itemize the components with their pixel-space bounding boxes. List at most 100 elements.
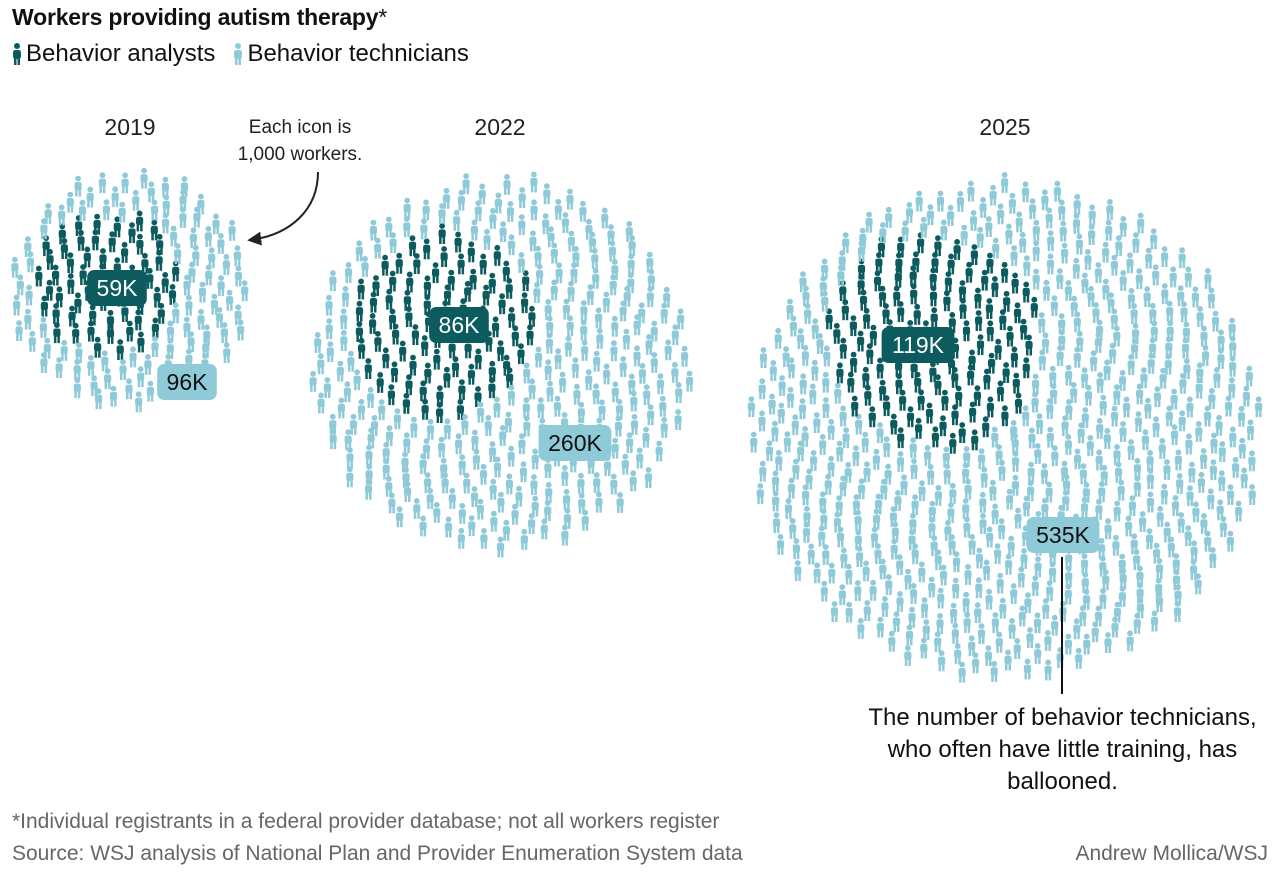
technician-icon	[1207, 287, 1215, 309]
technician-icon	[442, 187, 451, 209]
technician-icon	[479, 463, 488, 485]
technician-icon	[1026, 627, 1034, 648]
technician-icon	[995, 631, 1003, 653]
technician-icon	[947, 204, 955, 226]
technician-icon	[1207, 488, 1215, 510]
technician-icon	[1099, 588, 1107, 609]
technician-icon	[197, 308, 205, 330]
technician-icon	[347, 350, 355, 372]
technician-icon	[1014, 507, 1022, 529]
analyst-icon	[1013, 302, 1022, 324]
technician-icon	[809, 383, 817, 405]
technician-icon	[325, 318, 333, 340]
technician-icon	[1200, 513, 1208, 534]
analyst-icon	[522, 270, 530, 292]
technician-icon	[650, 352, 658, 373]
technician-icon	[671, 361, 679, 383]
technician-icon	[1020, 548, 1028, 569]
technician-icon	[367, 387, 375, 408]
legend-item-technicians: Behavior technicians	[233, 40, 469, 68]
technician-icon	[1186, 396, 1194, 418]
technician-icon	[799, 373, 807, 395]
technician-icon	[476, 498, 484, 520]
technician-icon	[928, 517, 936, 538]
technician-icon	[876, 422, 884, 443]
technician-icon	[1238, 437, 1246, 459]
technician-icon	[357, 398, 365, 420]
technician-icon	[892, 611, 901, 633]
technician-icon	[537, 397, 545, 419]
technician-icon	[664, 339, 672, 361]
technician-icon	[783, 431, 791, 453]
technician-icon	[518, 214, 526, 236]
technician-icon	[838, 584, 846, 606]
technician-icon	[533, 282, 541, 303]
technician-icon	[927, 464, 935, 485]
technician-icon	[611, 437, 619, 459]
technician-icon	[137, 366, 145, 388]
technician-icon	[1031, 391, 1039, 413]
analyst-icon	[930, 307, 938, 329]
analyst-icon	[136, 210, 144, 232]
technician-icon	[1075, 233, 1083, 255]
technician-icon	[813, 412, 821, 433]
analyst-icon	[469, 268, 477, 290]
technician-icon	[1255, 396, 1263, 418]
analyst-icon	[913, 303, 921, 325]
analyst-icon	[128, 222, 136, 244]
technician-icon	[1119, 270, 1127, 291]
technician-icon	[909, 437, 917, 459]
technicians-value-label: 260K	[548, 430, 602, 456]
technician-icon	[1191, 286, 1199, 308]
technician-icon	[1104, 518, 1112, 540]
technician-icon	[1081, 272, 1089, 294]
technician-icon	[237, 319, 245, 341]
technician-icon	[842, 427, 850, 449]
technician-icon	[813, 562, 821, 584]
analyst-icon	[390, 361, 399, 383]
technician-icon	[523, 415, 531, 437]
analyst-icon	[985, 298, 993, 319]
technician-icon	[1079, 463, 1087, 485]
technician-icon	[24, 308, 32, 330]
analyst-icon	[364, 358, 372, 379]
technician-icon	[15, 320, 23, 341]
analyst-icon	[1012, 372, 1020, 394]
technician-icon	[910, 583, 918, 604]
year-label: 2019	[104, 114, 155, 140]
technician-icon	[1040, 463, 1048, 484]
analyst-icon	[897, 427, 905, 449]
analyst-icon	[423, 238, 431, 260]
technician-icon	[1134, 411, 1142, 433]
credit: Andrew Mollica/WSJ	[1075, 842, 1268, 865]
ballooned-annotation: The number of behavior technicians, who …	[868, 704, 1257, 795]
technician-icon	[1229, 355, 1237, 377]
technician-icon	[1119, 369, 1127, 391]
technician-icon	[1038, 312, 1046, 334]
analyst-icon	[134, 309, 142, 331]
technician-icon	[1208, 388, 1216, 409]
technician-icon	[998, 459, 1006, 481]
technician-icon	[1011, 474, 1019, 496]
technician-icon	[768, 393, 776, 415]
technician-icon	[1173, 601, 1182, 622]
technician-icon	[777, 402, 785, 424]
analyst-icon	[74, 292, 82, 314]
analyst-icon	[850, 351, 858, 373]
analyst-icon	[150, 219, 158, 241]
technician-icon	[627, 253, 635, 275]
technician-icon	[234, 265, 242, 287]
technician-icon	[1237, 405, 1246, 427]
year-label: 2025	[979, 114, 1030, 140]
legend: Behavior analysts Behavior technicians	[12, 40, 469, 68]
technician-icon	[385, 216, 393, 238]
technician-icon	[1218, 441, 1226, 462]
technician-icon	[926, 204, 934, 226]
analyst-icon	[381, 254, 389, 276]
technician-icon	[999, 597, 1007, 619]
analyst-icon	[868, 406, 876, 428]
analyst-icon	[385, 288, 393, 310]
technician-icon	[438, 436, 446, 458]
technician-icon	[659, 395, 667, 417]
technician-icon	[655, 440, 663, 462]
